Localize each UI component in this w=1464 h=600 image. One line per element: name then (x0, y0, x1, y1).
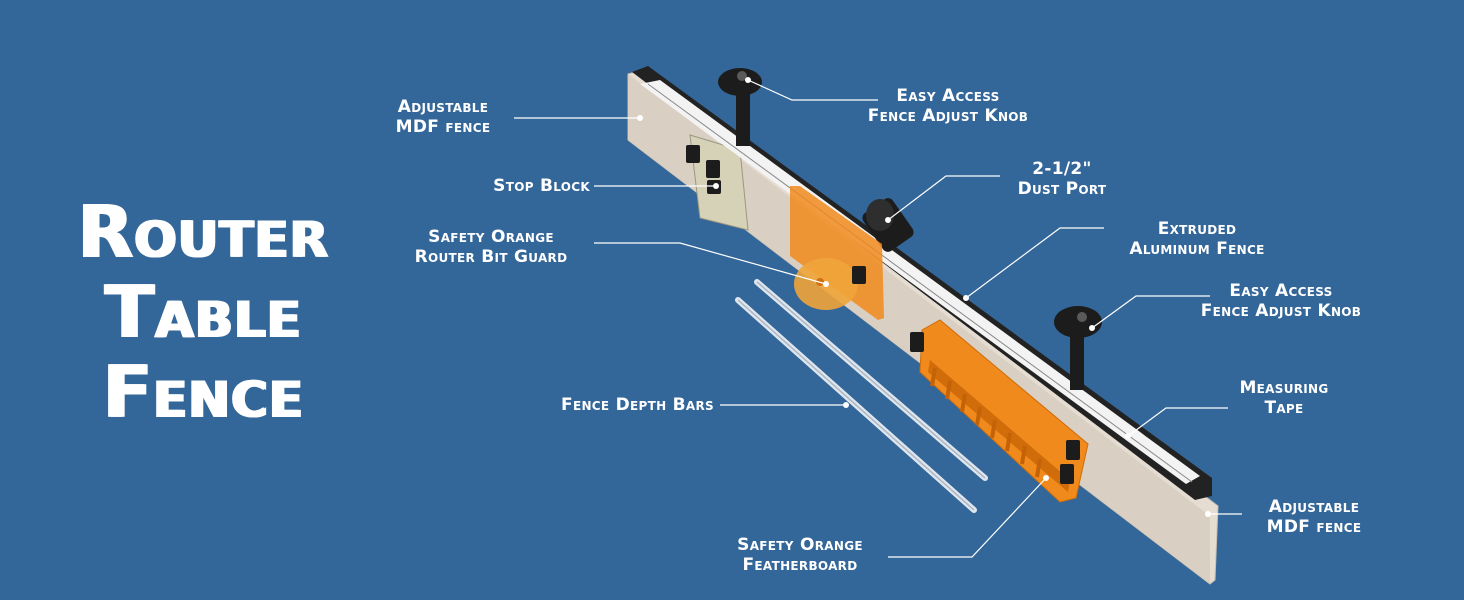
leader-lines (514, 79, 1242, 558)
dust-port (862, 198, 914, 252)
callout-measuring-tape: Measuring Tape (1214, 378, 1354, 418)
callout-dust-port-line-2: Dust Port (1017, 179, 1107, 199)
title-line-2: Table (104, 270, 302, 354)
callout-featherboard-line-1: Safety Orange (737, 535, 863, 555)
knob-top (718, 68, 762, 146)
callout-dust-port: 2-1/2" Dust Port (996, 159, 1128, 199)
callout-knob-right: Easy Access Fence Adjust Knob (1166, 281, 1396, 321)
callout-aluminum-fence-line-2: Aluminum Fence (1129, 239, 1265, 259)
aluminum-fence (632, 66, 1212, 500)
callout-featherboard: Safety Orange Featherboard (712, 535, 888, 575)
callout-aluminum-fence-line-1: Extruded (1157, 219, 1237, 239)
callout-bit-guard: Safety Orange Router Bit Guard (386, 227, 596, 267)
callout-mdf-fence-bottom: Adjustable MDF fence (1240, 497, 1388, 537)
callout-mdf-fence-bottom-line-1: Adjustable (1268, 497, 1360, 517)
callout-knob-top: Easy Access Fence Adjust Knob (832, 86, 1064, 126)
callout-knob-top-line-2: Fence Adjust Knob (867, 106, 1029, 126)
callout-aluminum-fence: Extruded Aluminum Fence (1100, 219, 1294, 259)
callout-stop-block: Stop Block (440, 176, 590, 196)
callout-measuring-tape-line-1: Measuring (1239, 378, 1329, 398)
callout-mdf-fence-top-line-2: MDF fence (395, 117, 491, 137)
callout-bit-guard-line-2: Router Bit Guard (414, 247, 568, 267)
callout-mdf-fence-bottom-line-2: MDF fence (1266, 517, 1362, 537)
callout-mdf-fence-top: Adjustable MDF fence (372, 97, 514, 137)
callout-knob-right-line-2: Fence Adjust Knob (1200, 301, 1362, 321)
callout-knob-right-line-1: Easy Access (1229, 281, 1333, 301)
page-title: Router Table Fence (58, 192, 348, 432)
callout-knob-top-line-1: Easy Access (896, 86, 1000, 106)
featherboard (910, 319, 1089, 503)
callout-stop-block-label: Stop Block (493, 176, 590, 196)
callout-depth-bars-label: Fence Depth Bars (561, 395, 714, 415)
callout-dust-port-line-1: 2-1/2" (1032, 159, 1092, 179)
callout-measuring-tape-line-2: Tape (1264, 398, 1304, 418)
callout-mdf-fence-top-line-1: Adjustable (397, 97, 489, 117)
fence-depth-bars (735, 279, 988, 513)
callout-featherboard-line-2: Featherboard (742, 555, 858, 575)
leader-dots (637, 77, 1211, 517)
callout-depth-bars: Fence Depth Bars (490, 395, 714, 415)
title-line-3: Fence (102, 350, 304, 434)
title-line-1: Router (77, 190, 329, 274)
callout-bit-guard-line-1: Safety Orange (428, 227, 554, 247)
